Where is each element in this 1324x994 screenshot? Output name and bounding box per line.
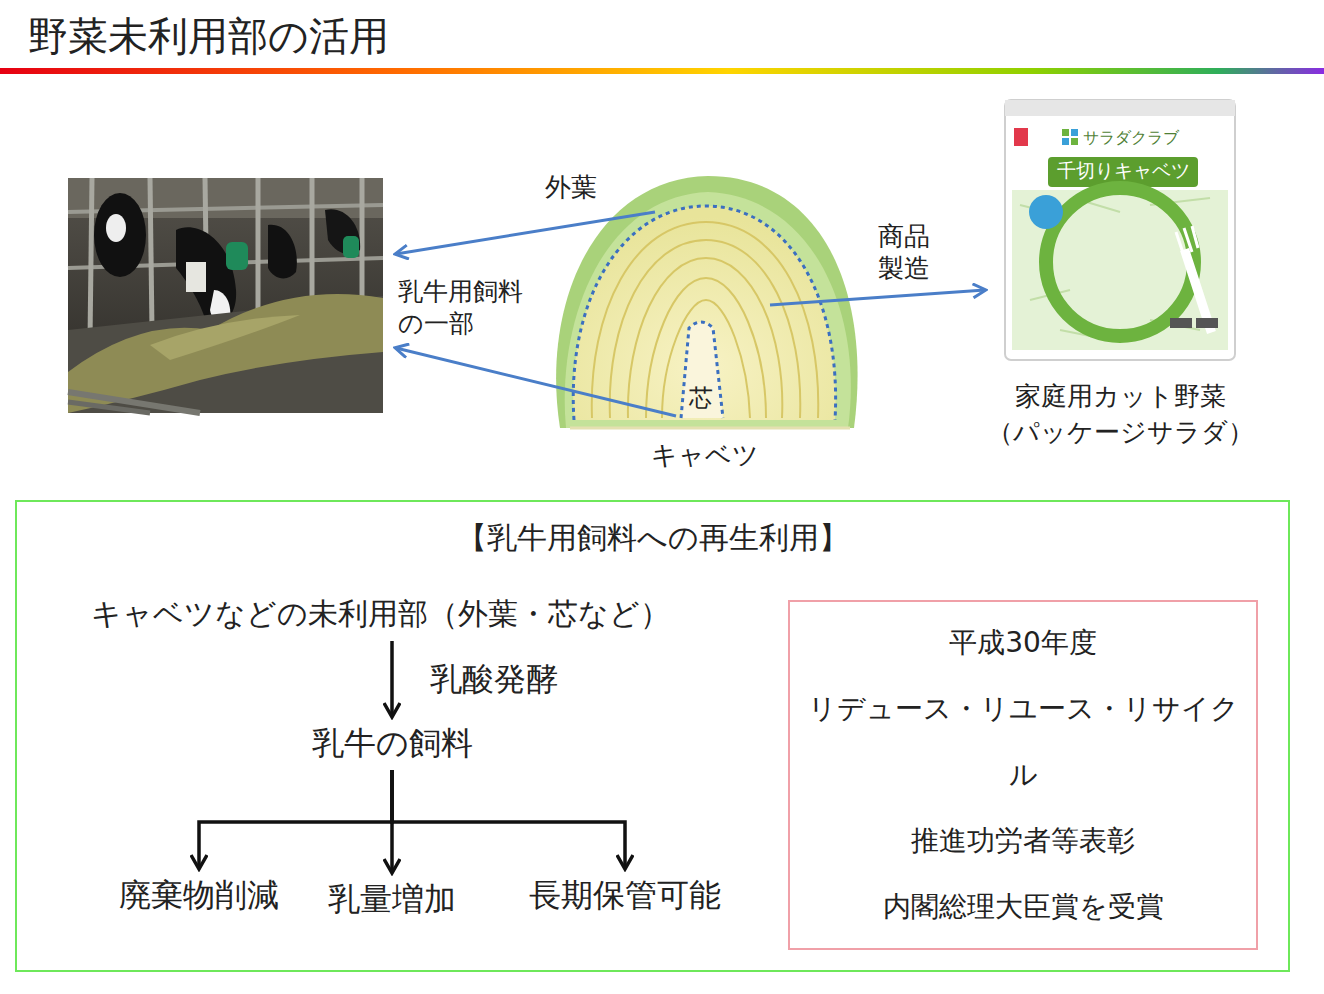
illustration-shape: [343, 236, 359, 258]
salad-package-photo: [1005, 100, 1235, 360]
illustration-shape: [94, 193, 146, 277]
illustration-shape: [1046, 188, 1194, 336]
feed-arrows: [396, 212, 676, 416]
flow-text-node: 乳牛の飼料: [306, 720, 479, 766]
illustration-shape: [68, 392, 200, 413]
illustration-shape: [106, 214, 126, 242]
illustration-shape: [150, 178, 152, 330]
node-text: キャベツ: [640, 438, 770, 472]
core-label: 芯: [689, 383, 713, 414]
illustration-shape: [570, 427, 850, 430]
illustration-shape: [628, 258, 782, 418]
node-text: 平成30年度 リデュース・リユース・リサイクル 推進功労者等表彰 内閣総理大臣賞…: [796, 610, 1250, 940]
result-text-node: 長期保管可能: [523, 872, 727, 918]
package-picture-node: 家庭用カット野菜 （パッケージサラダ）: [985, 98, 1255, 450]
connector-arrow: [199, 770, 392, 868]
illustration-shape: [573, 206, 835, 420]
illustration-shape: [150, 315, 300, 360]
node-text: 家庭用カット野菜 （パッケージサラダ）: [985, 378, 1255, 450]
part-label: 外葉: [545, 170, 597, 204]
illustration-shape: [1029, 195, 1063, 229]
illustration-shape: [1005, 100, 1235, 116]
cabbage-picture-node: キャベツ: [640, 180, 770, 472]
illustration-shape: [592, 222, 818, 418]
illustration-shape: [681, 322, 723, 418]
illustration-shape: [226, 242, 248, 270]
illustration-shape: [90, 178, 92, 340]
reuse-frame: 【乳牛用飼料への再生利用】キャベツなどの未利用部（外葉・芯など） 乳牛の飼料廃棄物…: [15, 500, 1290, 972]
illustration-shape: [1005, 100, 1235, 360]
illustration-shape: [176, 227, 236, 324]
illustration-shape: [1176, 226, 1214, 332]
illustration-shape: [310, 178, 315, 305]
illustration-shape: [1071, 138, 1078, 145]
illustration-shape: [68, 402, 150, 413]
illustration-shape: [256, 178, 261, 312]
illustration-shape: [646, 278, 766, 418]
brand-label: サラダクラブ: [1083, 127, 1179, 148]
illustration-shape: [662, 300, 750, 418]
connector-arrow: [392, 770, 625, 868]
illustration-shape: [592, 222, 818, 418]
node-text: 【乳牛用飼料への再生利用】: [17, 518, 1288, 558]
illustration-shape: [573, 206, 835, 420]
illustration-shape: [681, 322, 723, 418]
cow-barn-photo: [68, 178, 383, 413]
result-text-node: 廃棄物削減: [113, 872, 285, 918]
illustration-shape: [610, 240, 801, 418]
illustration-shape: [360, 178, 365, 298]
illustration-shape: [1196, 318, 1218, 328]
node-text: 廃棄物削減: [119, 874, 279, 916]
illustration-shape: [396, 348, 676, 416]
illustration-shape: [186, 262, 206, 292]
title-rule: [0, 68, 1324, 74]
illustration-shape: [1014, 128, 1028, 146]
node-text: 乳牛の飼料: [312, 722, 473, 764]
award-box: 平成30年度 リデュース・リユース・リサイクル 推進功労者等表彰 内閣総理大臣賞…: [788, 600, 1258, 950]
illustration-shape: [68, 178, 383, 413]
illustration-shape: [1062, 138, 1069, 145]
product-label: 千切りキャベツ: [1057, 158, 1190, 183]
result-text-node: 乳量増加: [322, 876, 462, 922]
illustration-shape: [1071, 129, 1078, 136]
connector-label: 乳酸発酵: [430, 658, 558, 700]
node-text: キャベツなどの未利用部（外葉・芯など）: [91, 594, 670, 633]
illustration-shape: [1062, 129, 1069, 136]
connector-arrow: [390, 641, 394, 716]
page-title: 野菜未利用部の活用: [28, 10, 389, 62]
illustration-shape: [396, 212, 655, 254]
node-text: 長期保管可能: [529, 874, 721, 916]
connector-label: 商品 製造: [878, 220, 940, 284]
feed-label: 乳牛用飼料 の一部: [398, 276, 543, 340]
node-text: 乳量増加: [328, 878, 456, 920]
illustration-shape: [1170, 318, 1192, 328]
illustration-shape: [565, 192, 851, 428]
connector-arrow: [770, 290, 985, 305]
flow-text-node: キャベツなどの未利用部（外葉・芯など）: [85, 592, 676, 635]
illustration-shape: [68, 294, 383, 413]
illustration-shape: [268, 225, 297, 279]
